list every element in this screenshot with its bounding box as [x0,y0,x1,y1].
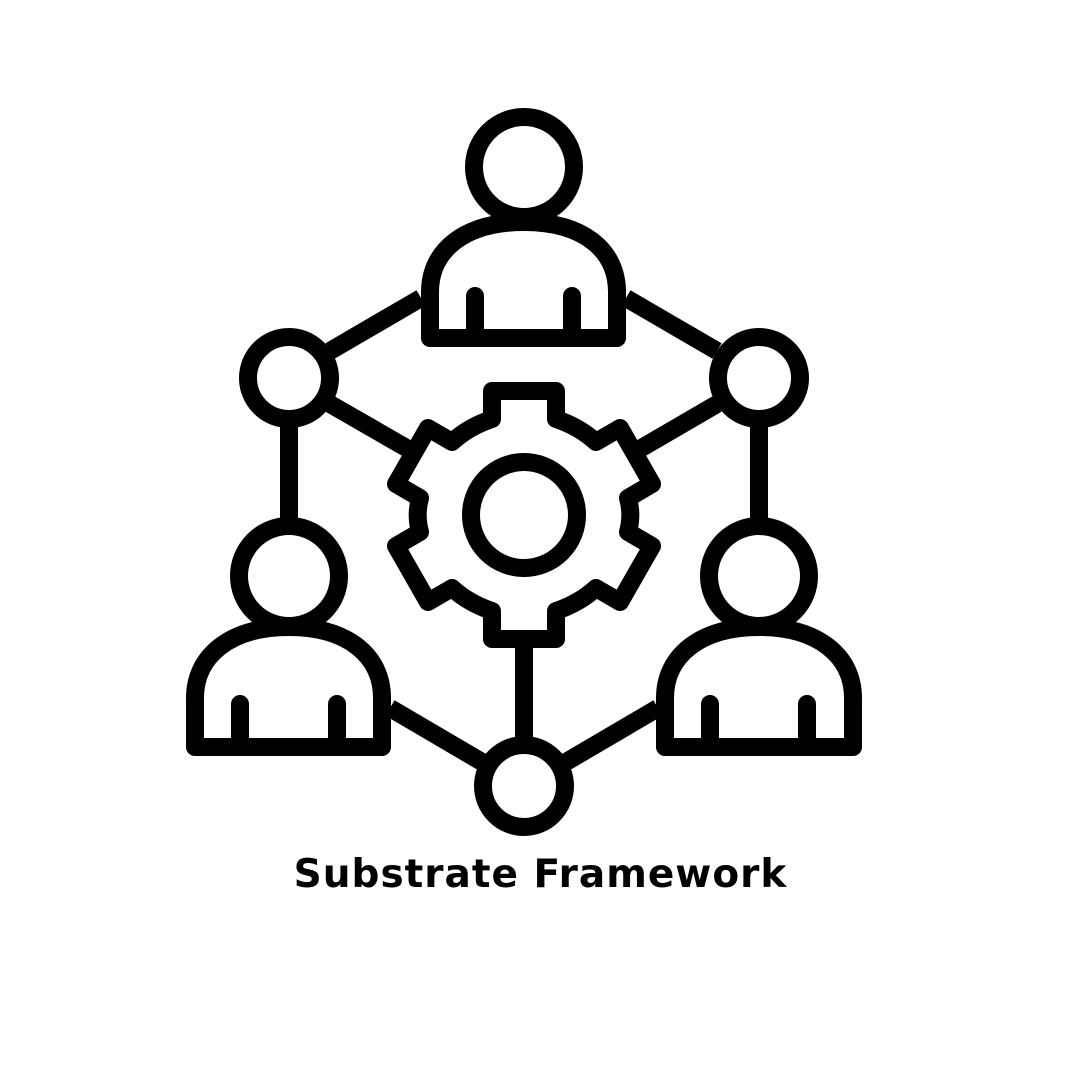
person-icon-right [656,517,862,756]
gear-icon [387,382,661,648]
person-icon-left [186,517,391,756]
node-left [239,328,339,428]
node-right [709,328,809,428]
connector-lines [280,290,768,770]
node-bottom [474,736,574,836]
diagram-title: Substrate Framework [293,852,788,897]
person-icon-top [421,108,626,347]
